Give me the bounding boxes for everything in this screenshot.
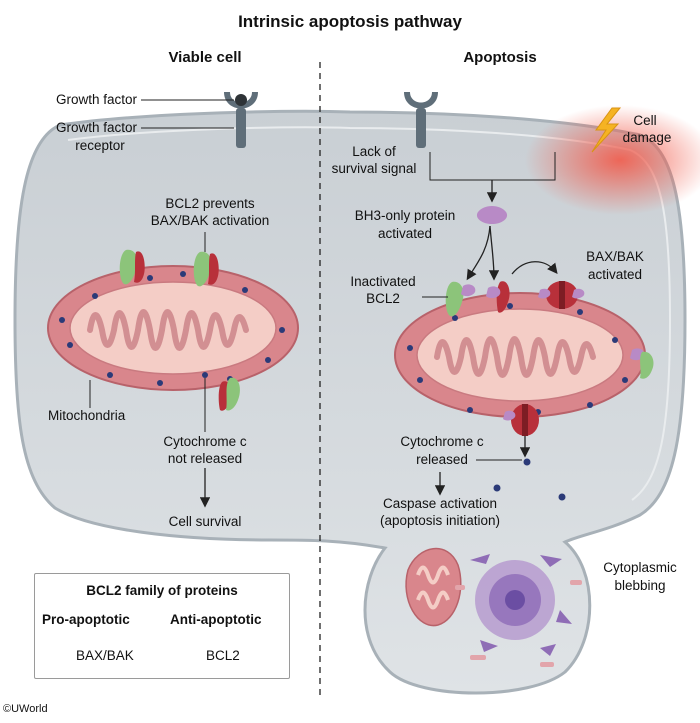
- bh3-line1: BH3-only protein: [354, 208, 456, 223]
- pore-complex-bottom: [503, 404, 539, 436]
- arrow-bh3-to-bax: [488, 225, 500, 281]
- receptor-label-line2: receptor: [75, 138, 125, 153]
- legend-pro-item: BAX/BAK: [76, 648, 134, 663]
- legend-anti-heading: Anti-apoptotic: [170, 612, 262, 627]
- bcl2-bax-pair-left-3: [218, 377, 240, 411]
- cell-damage-line2: damage: [622, 130, 672, 145]
- arrow-bh3-to-bcl2: [466, 225, 491, 281]
- cyto-right-line2: released: [416, 452, 468, 467]
- baxbak-activated-line1: BAX/BAK: [586, 249, 644, 264]
- mitochondrion-left: [47, 265, 299, 391]
- viable-cell-heading: Viable cell: [168, 49, 242, 66]
- mitochondrion-right: [394, 292, 646, 418]
- cell-damage-glow: [525, 105, 700, 215]
- blebbing-line1: Cytoplasmic: [603, 560, 677, 575]
- bcl2-bax-pair-left-2: [193, 251, 219, 287]
- receptor-label-line1: Growth factor: [55, 120, 137, 135]
- bcl2-prevents-line2: BAX/BAK activation: [150, 213, 270, 228]
- arrow-bax-activation: [511, 261, 558, 275]
- legend-box: [34, 573, 290, 679]
- caspase-line1: Caspase activation: [382, 496, 498, 511]
- membrane-debris: [455, 580, 582, 667]
- bcl2-prevents-line1: BCL2 prevents: [165, 196, 255, 211]
- fragmented-mitochondrion: [405, 548, 462, 627]
- lightning-icon: [591, 107, 622, 153]
- bcl2-bax-pair-left-1: [119, 249, 145, 285]
- growth-factor-receptor-right: [404, 92, 438, 148]
- cell-membrane: [13, 109, 687, 695]
- blebbing-line2: blebbing: [614, 578, 666, 593]
- diagram-title: Intrinsic apoptosis pathway: [238, 12, 462, 31]
- nuclear-fragments: [470, 554, 572, 656]
- mitochondria-label: Mitochondria: [48, 408, 126, 423]
- cyto-left-line1: Cytochrome c: [163, 434, 247, 449]
- bh3-line2: activated: [377, 226, 433, 241]
- cyto-left-line2: not released: [167, 451, 243, 466]
- legend-title: BCL2 family of proteins: [86, 583, 238, 598]
- bax-with-bh3: [486, 281, 510, 313]
- bh3-protein: [476, 206, 508, 224]
- cytochrome-dots-right: [407, 303, 628, 501]
- caspase-line2: (apoptosis initiation): [379, 513, 501, 528]
- inactivated-line2: BCL2: [366, 291, 400, 306]
- cell-damage-line1: Cell: [633, 113, 657, 128]
- growth-factor-receptor-left: [224, 92, 258, 148]
- inactivated-bcl2-complex: [445, 281, 476, 317]
- copyright: ©UWorld: [3, 703, 48, 715]
- lack-signal-line2: survival signal: [331, 161, 417, 176]
- inactivated-line1: Inactivated: [350, 274, 416, 289]
- bh3-membrane-pair: [630, 348, 654, 379]
- baxbak-activated-line2: activated: [587, 267, 643, 282]
- legend-pro-heading: Pro-apoptotic: [42, 612, 130, 627]
- cell-survival-label: Cell survival: [168, 514, 242, 529]
- growth-factor-label: Growth factor: [55, 92, 137, 107]
- growth-factor-ligand: [235, 94, 247, 106]
- cyto-right-line1: Cytochrome c: [400, 434, 484, 449]
- bax-bak-oligomer: [538, 281, 585, 309]
- lack-signal-line1: Lack of: [352, 144, 396, 159]
- apoptosis-heading: Apoptosis: [463, 49, 537, 66]
- legend-anti-item: BCL2: [206, 648, 240, 663]
